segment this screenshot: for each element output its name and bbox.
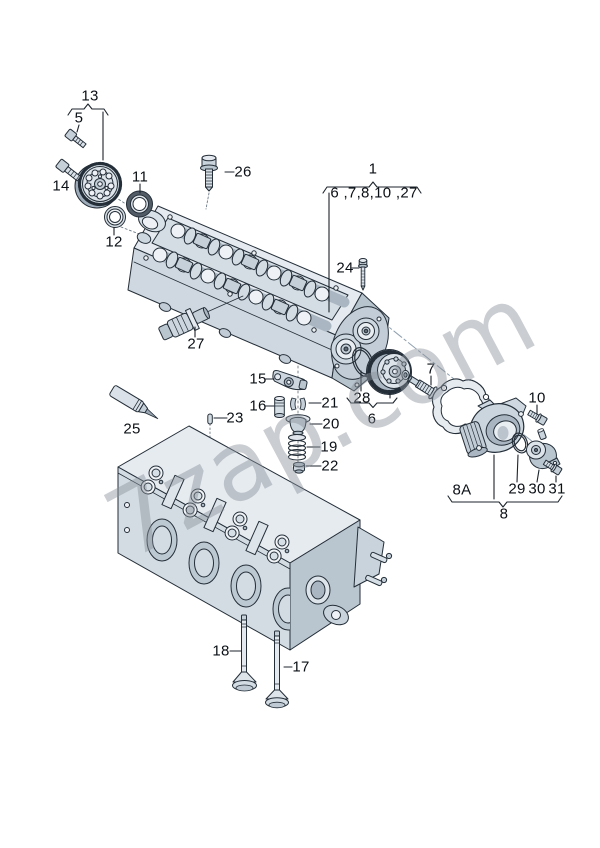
gear-bolt [64,128,87,149]
valve-collets [290,397,306,411]
callout-27: 27 [187,335,205,353]
valve-bolt [542,459,563,476]
camshaft-housing [127,205,390,392]
hydraulic-lifter [274,396,285,418]
callout-31: 31 [548,480,566,498]
rocker-arm [272,369,308,391]
camshaft-adjuster [366,349,412,395]
cap-screw [200,154,218,192]
callout-13: 13 [81,87,99,105]
cylinder-head [117,425,393,651]
camshaft-sensor [158,295,244,341]
callout-14: 14 [52,177,70,195]
housing-bolt [358,258,368,291]
callout-21: 21 [321,394,339,412]
valve-17 [265,630,289,709]
flange-bolt [55,158,82,182]
callout-22: 22 [321,457,339,475]
callout-18: 18 [212,642,230,660]
callout-group-1: 6 ,7,8,10 ,27 [330,184,418,202]
callout-26: 26 [234,163,252,181]
callout-29: 29 [508,480,526,498]
pump-seal [511,432,529,454]
callout-10: 10 [528,389,546,407]
callout-15: 15 [249,370,267,388]
callout-16: 16 [249,397,267,415]
callout-19: 19 [320,438,338,456]
callout-8: 8 [499,505,509,523]
callout-1: 1 [368,160,378,178]
valve-spring [287,433,307,461]
sealant-tube [109,385,159,420]
callout-24: 24 [336,259,354,277]
callout-8A: 8A [452,481,472,499]
callout-6: 6 [367,410,377,428]
callout-23: 23 [226,409,244,427]
callout-17: 17 [292,658,310,676]
camshaft-gear [74,161,123,209]
spring-retainer [285,414,311,436]
callout-12: 12 [105,233,123,251]
oil-seal [126,190,153,218]
callout-7: 7 [426,360,436,378]
callout-25: 25 [123,420,141,438]
valve-18 [232,614,257,692]
valve-stem-seal [293,461,305,474]
callout-5: 5 [74,109,84,127]
callout-28: 28 [353,389,371,407]
centerline [364,307,559,463]
pump-bolt [527,409,548,426]
vacuum-pump [459,397,527,458]
dowel-pin [207,413,213,425]
callout-20: 20 [322,415,340,433]
callout-30: 30 [528,480,546,498]
sealing-ring [104,206,126,228]
leader-lines [67,103,563,668]
callout-11: 11 [131,168,149,186]
